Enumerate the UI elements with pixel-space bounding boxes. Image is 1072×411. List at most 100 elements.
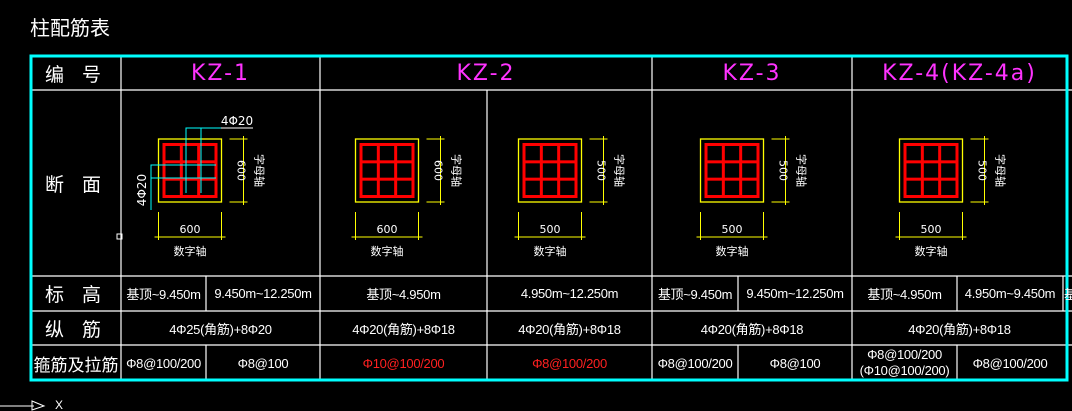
cage-cell bbox=[525, 180, 540, 195]
cage-cell bbox=[165, 180, 180, 195]
kz1-annotation-left: 4Φ20 bbox=[135, 174, 149, 206]
elevation-cell: 基顶~4.950m bbox=[366, 287, 441, 302]
cage-cell bbox=[397, 146, 412, 161]
axis-label-number: 数字轴 bbox=[915, 244, 948, 258]
cage-cell bbox=[379, 163, 395, 178]
elevation-cell: 基顶~9.450m bbox=[657, 287, 733, 302]
cage-cell bbox=[525, 163, 540, 178]
axis-label-number: 数字轴 bbox=[716, 244, 749, 258]
dimension-height-label: 500 bbox=[595, 160, 608, 181]
leader-line bbox=[150, 164, 216, 210]
stirrup-value: Φ8@100/200 bbox=[867, 347, 942, 362]
dimension-width-label: 500 bbox=[722, 223, 743, 236]
cage-cell bbox=[724, 146, 740, 161]
cage-cell bbox=[923, 163, 939, 178]
elevation-cell: 基顶~4.950m bbox=[867, 287, 942, 302]
cage-cell bbox=[941, 180, 956, 195]
concrete-outline bbox=[354, 138, 420, 203]
table-title: 柱配筋表 bbox=[30, 16, 110, 40]
row-label-longitudinal: 纵 筋 bbox=[44, 318, 108, 341]
dimension-width-label: 500 bbox=[921, 223, 942, 236]
cage-cell bbox=[560, 180, 575, 195]
axis-label-letter: 字母轴 bbox=[795, 154, 809, 187]
stirrup-cell: Φ10@100/200 bbox=[362, 355, 445, 371]
column-section: 500 字母轴 500 数字轴 bbox=[514, 136, 627, 258]
cage-cell bbox=[182, 180, 198, 195]
axis-label-letter: 字母轴 bbox=[994, 154, 1008, 187]
cage-cell bbox=[707, 146, 722, 161]
axis-label-letter: 字母轴 bbox=[253, 154, 267, 187]
elevation-cell: 9.450m~12.250m bbox=[214, 286, 312, 301]
cage-cell bbox=[941, 163, 956, 178]
column-header-kz3: KZ-3 bbox=[722, 60, 782, 86]
axis-label-letter: 字母轴 bbox=[450, 154, 464, 187]
concrete-outline bbox=[157, 138, 223, 203]
column-header-kz2: KZ-2 bbox=[456, 60, 516, 86]
table-grid-lines bbox=[30, 55, 1072, 381]
axis-label-number: 数字轴 bbox=[174, 244, 207, 258]
cage-cell bbox=[542, 146, 558, 161]
dimension-width-label: 500 bbox=[540, 223, 561, 236]
column-header-kz4: KZ-4(KZ-4a) bbox=[882, 60, 1037, 86]
longitudinal-cell: 4Φ25(角筋)+8Φ20 bbox=[169, 321, 272, 337]
cage-cell bbox=[560, 163, 575, 178]
column-section: 600 字母轴 600 数字轴 bbox=[154, 136, 267, 258]
cage-cell bbox=[742, 180, 757, 195]
cage-cell bbox=[923, 146, 939, 161]
grip-square bbox=[116, 233, 123, 240]
elevation-cell: 基顶~9.450m bbox=[126, 287, 201, 302]
cage-cell bbox=[397, 163, 412, 178]
cage-cell bbox=[941, 146, 956, 161]
cage-cell bbox=[906, 180, 921, 195]
cage-cell bbox=[200, 180, 215, 195]
stirrup-cell: Φ8@100 bbox=[769, 355, 821, 371]
cage-cell bbox=[379, 146, 395, 161]
cage-cell bbox=[906, 146, 921, 161]
stirrup-cell: Φ8@100/200 bbox=[972, 355, 1048, 371]
kz1-rebar-leaders bbox=[150, 127, 253, 210]
longitudinal-cell: 4Φ20(角筋)+8Φ18 bbox=[352, 321, 455, 337]
axis-label-number: 数字轴 bbox=[371, 244, 404, 258]
stirrup-cell: Φ8@100 bbox=[237, 355, 289, 371]
cage-cell bbox=[542, 163, 558, 178]
dimension-width-label: 600 bbox=[377, 223, 398, 236]
elevation-cell: 基 bbox=[1064, 287, 1072, 302]
stirrup-cell: Φ8@100/200 bbox=[126, 355, 201, 371]
cage-cell bbox=[362, 146, 377, 161]
cage-cell bbox=[165, 163, 180, 178]
cage-cell bbox=[742, 163, 757, 178]
stirrup-cell-dual: Φ8@100/200 (Φ10@100/200) bbox=[852, 345, 957, 381]
ucs-icon bbox=[0, 400, 46, 411]
stirrup-alt-value: (Φ10@100/200) bbox=[859, 363, 950, 378]
cage-cell bbox=[525, 146, 540, 161]
concrete-outline bbox=[699, 138, 765, 203]
dimension-height-label: 600 bbox=[235, 160, 248, 181]
dimension-width-label: 600 bbox=[180, 223, 201, 236]
cage-cell bbox=[707, 180, 722, 195]
axis-label-number: 数字轴 bbox=[534, 244, 567, 258]
ucs-x-label: X bbox=[55, 398, 63, 411]
stirrup-cell: Φ8@100/200 bbox=[532, 355, 607, 371]
column-section: 600 字母轴 600 数字轴 bbox=[351, 136, 464, 258]
cage-cell bbox=[560, 146, 575, 161]
cage-cell bbox=[362, 163, 377, 178]
elevation-cell: 9.450m~12.250m bbox=[746, 286, 844, 301]
cage-cell bbox=[724, 180, 740, 195]
cage-cell bbox=[707, 163, 722, 178]
longitudinal-cell: 4Φ20(角筋)+8Φ18 bbox=[700, 321, 804, 337]
dimension-height-label: 600 bbox=[432, 160, 445, 181]
row-label-elevation: 标 高 bbox=[44, 284, 108, 306]
axis-label-letter: 字母轴 bbox=[613, 154, 627, 187]
kz1-annotation-top: 4Φ20 bbox=[221, 114, 253, 128]
cage-cell bbox=[923, 180, 939, 195]
cage-cell bbox=[362, 180, 377, 195]
cage-cell bbox=[542, 180, 558, 195]
table-border bbox=[29, 54, 1069, 382]
cage-cell bbox=[397, 180, 412, 195]
elevation-cell: 4.950m~9.450m bbox=[964, 286, 1056, 301]
cage-cell bbox=[742, 146, 757, 161]
column-header-kz1: KZ-1 bbox=[190, 60, 251, 86]
